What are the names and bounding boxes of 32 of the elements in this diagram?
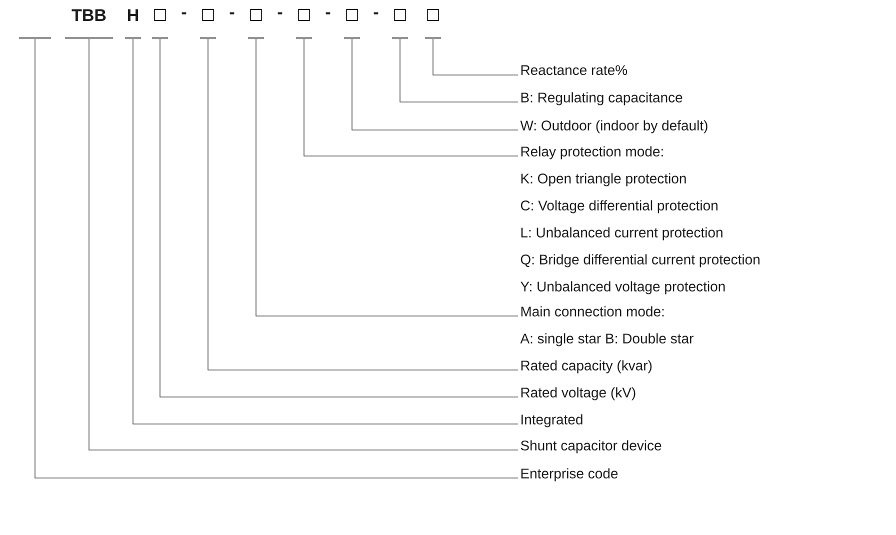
description-text: Rated capacity (kvar) [521, 360, 652, 374]
description-text: Integrated [522, 414, 582, 428]
leader-line [400, 38, 518, 102]
leader-line [256, 38, 518, 316]
description-text: B: Regulating capacitance [521, 92, 682, 106]
code-square [248, 9, 264, 38]
description-text: Reactance rate% [521, 65, 628, 76]
leader-line [352, 38, 518, 130]
dash: - [326, 12, 330, 14]
dash: - [230, 12, 234, 14]
code-square [200, 9, 216, 38]
code-square [296, 9, 312, 38]
code-letters: TBB [64, 9, 114, 38]
leader-line [304, 38, 518, 156]
code-square [152, 9, 168, 38]
description-text: Shunt capacitor device [520, 440, 662, 454]
description-text: W: Outdoor (indoor by default) [520, 120, 708, 134]
description-text: Rated voltage (kV) [521, 387, 636, 400]
code-letters: H [124, 9, 142, 38]
dash: - [374, 12, 378, 14]
code-square [424, 9, 442, 38]
code-square [392, 9, 408, 38]
leader-line [34, 38, 518, 478]
leader-line [432, 38, 518, 76]
description-text: Enterprise code [521, 468, 618, 482]
leader-line [88, 38, 518, 450]
description-text: Relay protection mode: K: Open triangle protection C: Voltage differential protection L: Unbalanced current protection Q: Bridge differential current protection Y: Unbalanced voltage protection [520, 146, 760, 294]
dash: - [278, 12, 282, 14]
leader-line [208, 38, 518, 370]
code-square [344, 9, 360, 38]
dash: - [182, 12, 186, 14]
description-text: Main connection mode: A: single star B: Double star [520, 306, 694, 346]
